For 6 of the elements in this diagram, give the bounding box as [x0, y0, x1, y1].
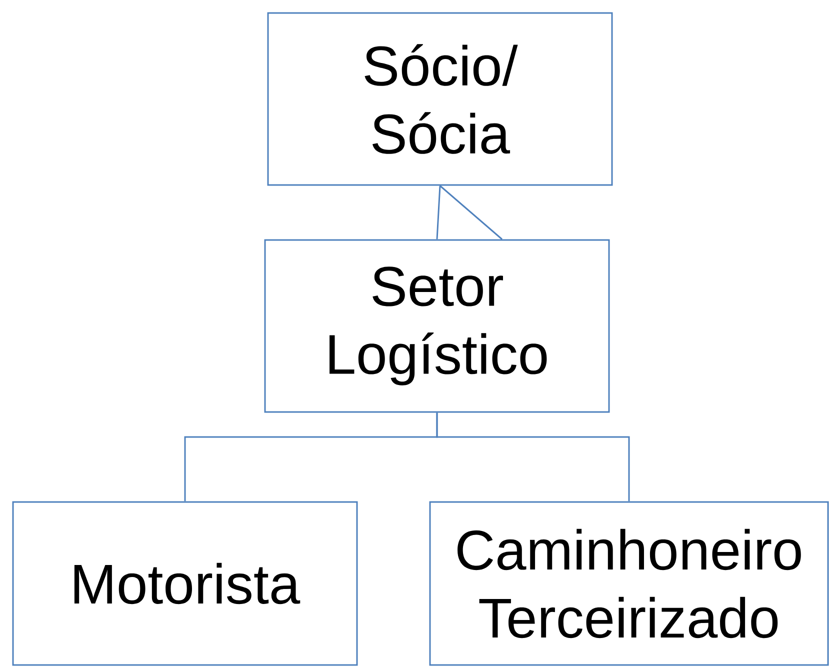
org-box: Caminhoneiro Terceirizado	[429, 501, 829, 666]
connector-line	[436, 185, 503, 240]
org-box: Motorista	[12, 501, 358, 666]
connector-line	[436, 412, 630, 502]
org-box: Sócio/ Sócia	[267, 12, 613, 186]
org-box: Setor Logístico	[264, 239, 610, 413]
